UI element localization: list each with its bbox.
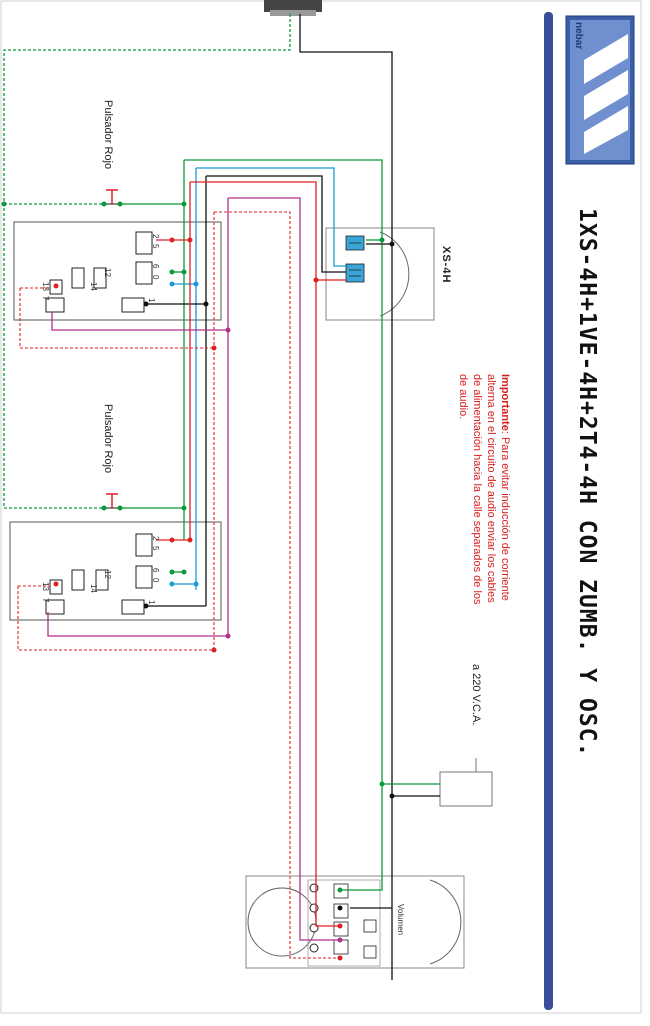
- terminal-6-top: 6: [151, 264, 160, 269]
- wire-black-main: [299, 14, 393, 980]
- terminal-1-top: 1: [147, 298, 156, 303]
- terminal-14-bottom: 14: [89, 584, 98, 593]
- nebar-logo-icon: [565, 15, 635, 165]
- terminal-2-top: 2: [151, 234, 160, 239]
- pushbutton-top: [104, 189, 120, 205]
- diagram-title: 1XS-4H+1VE-4H+2T4-4H CON ZUMB. Y OSC.: [574, 208, 600, 758]
- wire-red-dotted: [17, 211, 340, 959]
- accent-bar: [544, 12, 553, 1010]
- pushbutton-bottom: [104, 493, 120, 509]
- terminal-12-bottom: 12: [103, 570, 112, 579]
- page-frame: [0, 0, 642, 1014]
- terminal-0-bottom: 0: [151, 578, 160, 583]
- wire-black: [146, 175, 440, 909]
- terminal-6-bottom: 6: [151, 568, 160, 573]
- logo-text: nebar: [573, 22, 584, 50]
- terminal-7-bottom: 7: [41, 598, 50, 603]
- door-panel-unit: [245, 875, 465, 969]
- terminal-13-bottom: 13: [41, 582, 50, 591]
- terminal-2-bottom: 2: [151, 536, 160, 541]
- terminal-14-top: 14: [89, 282, 98, 291]
- pushbutton-top-label: Pulsador Rojo: [102, 100, 114, 170]
- xs-4h-module: [325, 227, 435, 321]
- pushbutton-bottom-label: Pulsador Rojo: [102, 404, 114, 474]
- terminal-0-top: 0: [151, 275, 160, 280]
- terminal-5-bottom: 5: [151, 546, 160, 551]
- connection-dots: [1, 201, 395, 961]
- terminal-13-top: 13: [41, 282, 50, 291]
- terminal-7-top: 7: [41, 296, 50, 301]
- important-note-heading: Importante: [499, 374, 511, 431]
- volume-label: Volumen: [396, 904, 405, 936]
- speaker-icon: [264, 0, 322, 16]
- wire-blue: [172, 167, 346, 590]
- power-label: a 220 V.C.A.: [470, 664, 482, 726]
- module-label: XS-4H: [440, 246, 452, 284]
- wire-green-dotted: [3, 14, 291, 509]
- terminal-5-top: 5: [151, 244, 160, 249]
- wire-magenta: [47, 197, 340, 941]
- transformer-box: [439, 758, 493, 807]
- important-note: Importante: Para evitar inducción de cor…: [456, 374, 512, 609]
- terminal-1-bottom: 1: [147, 600, 156, 605]
- terminal-12-top: 12: [103, 268, 112, 277]
